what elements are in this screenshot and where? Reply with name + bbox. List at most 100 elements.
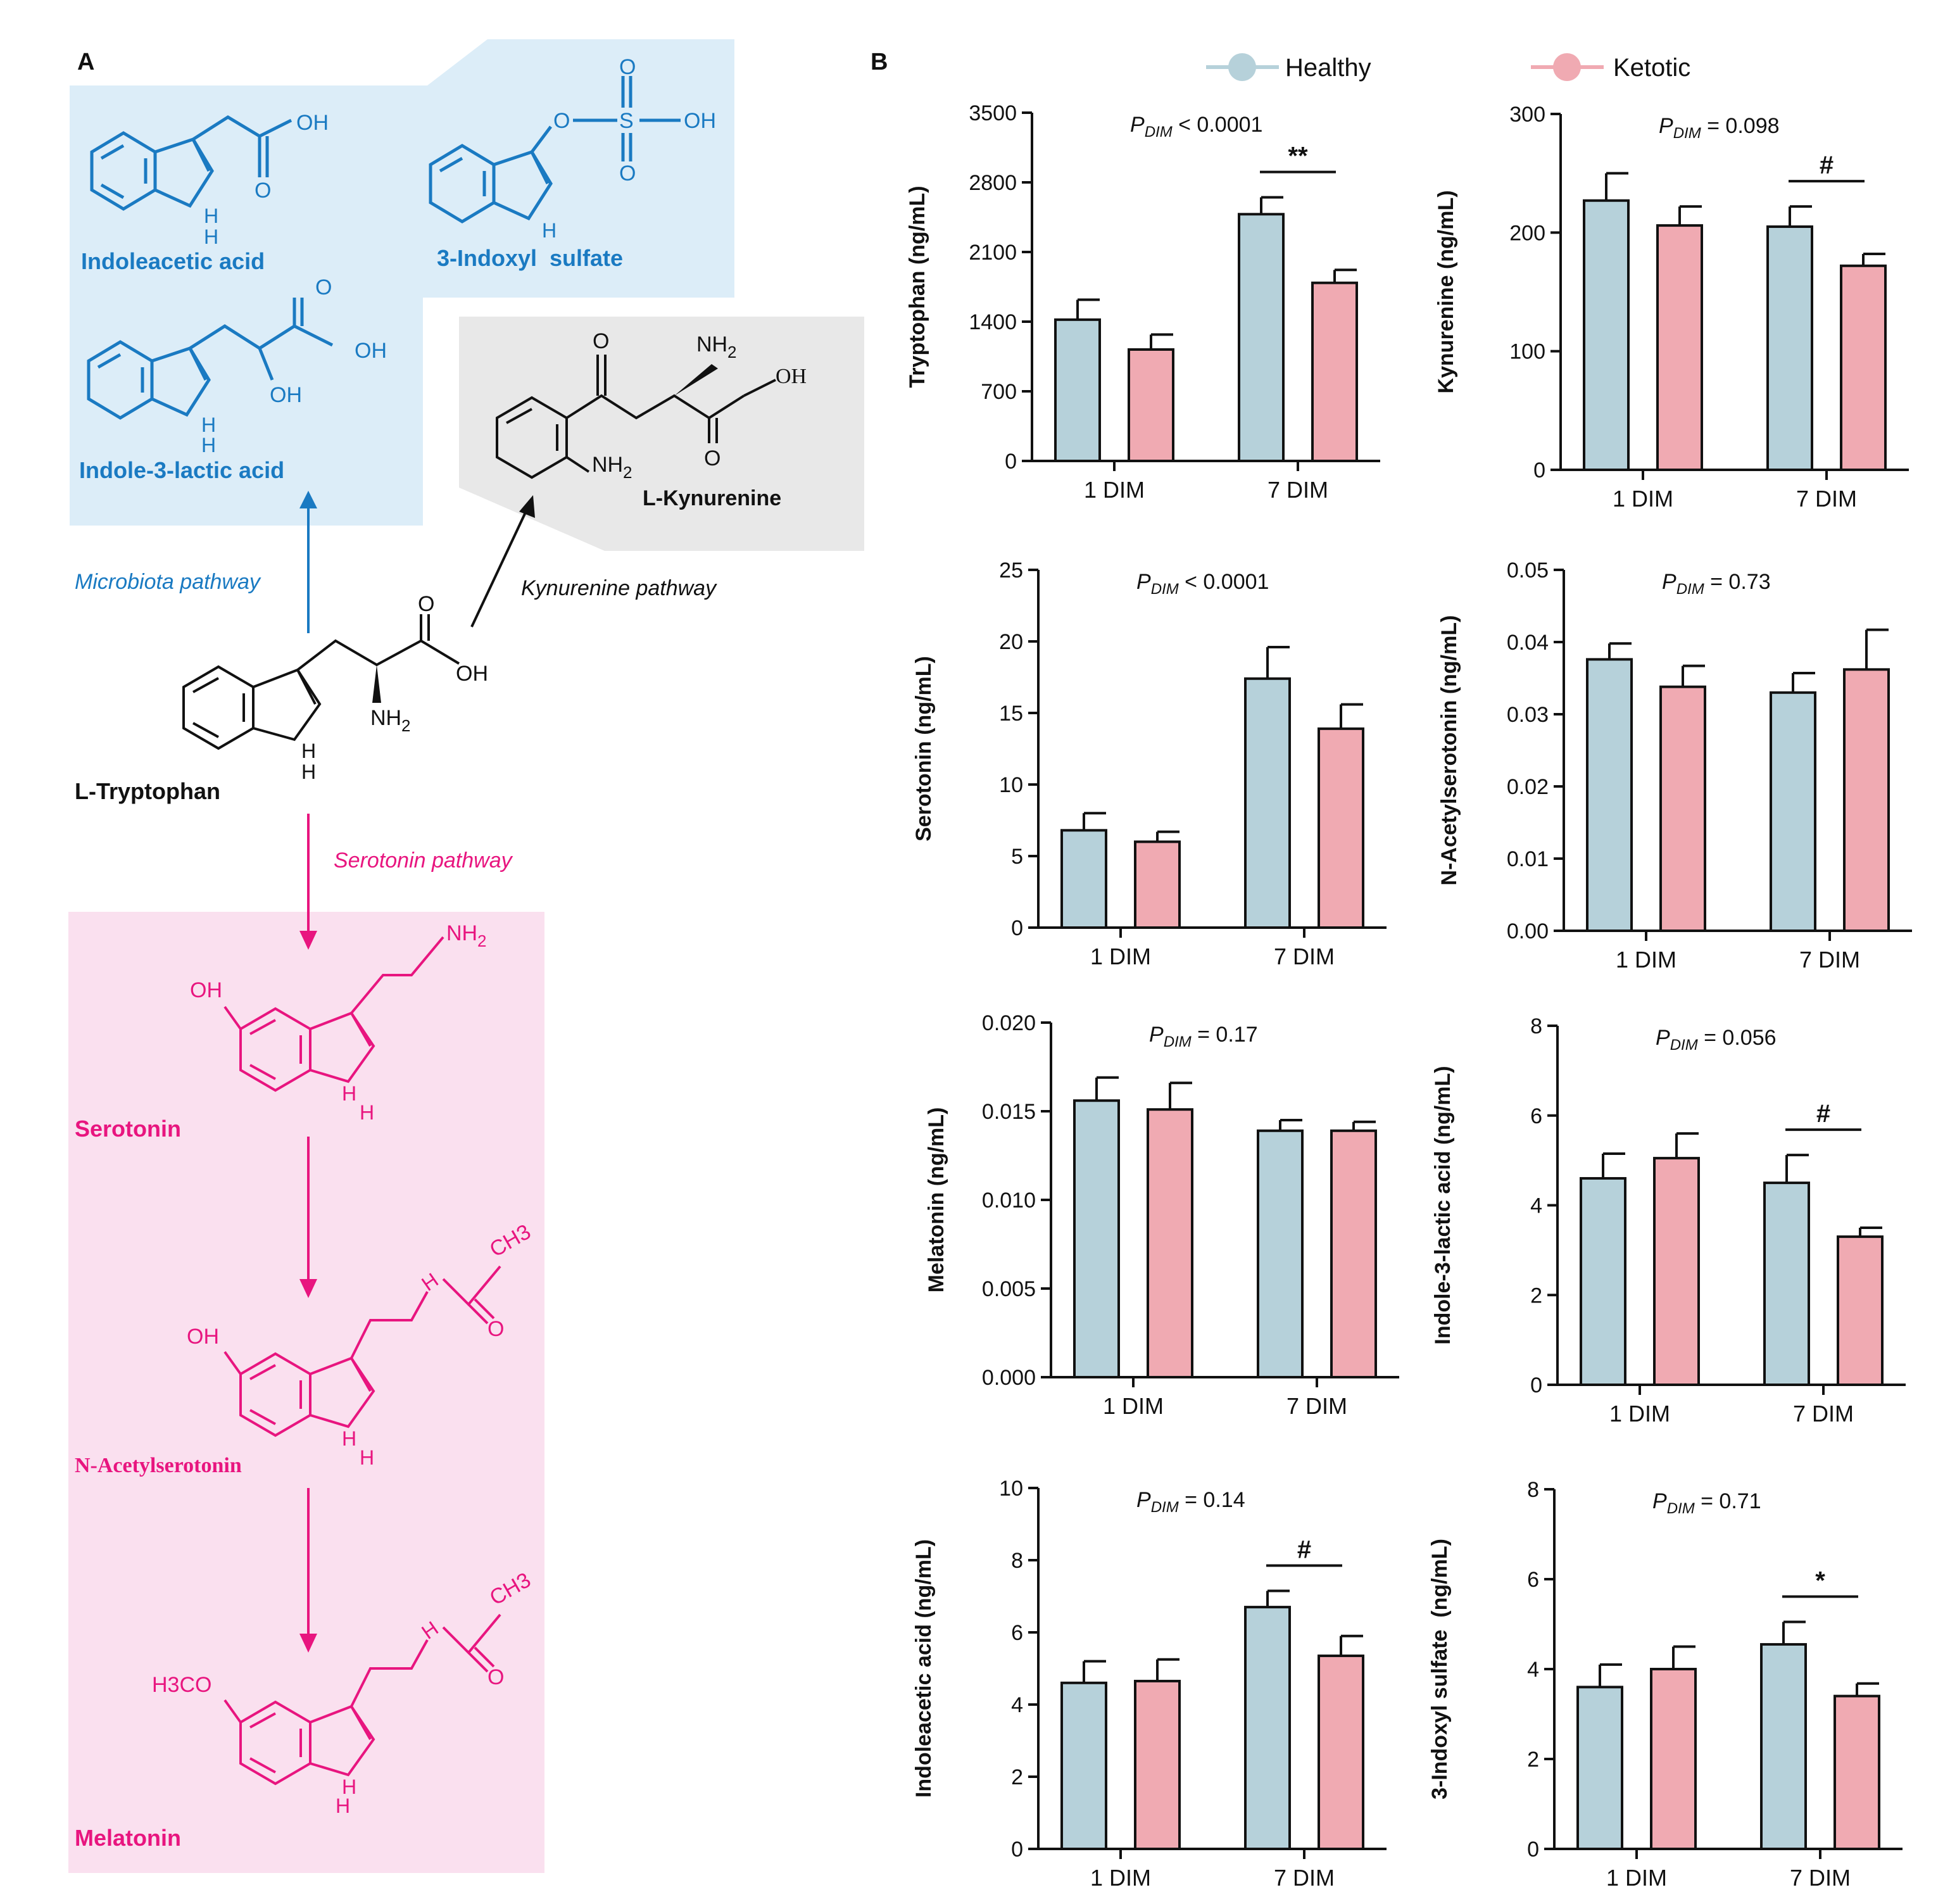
serotonin-box — [68, 912, 544, 1873]
y-tick-label: 0 — [1530, 1373, 1542, 1397]
legend-label-ketotic: Ketotic — [1613, 54, 1690, 82]
y-axis-title: 3-Indoxyl sulfate (ng/mL) — [1428, 1539, 1452, 1800]
indole-lactic-acid-oh2: OH — [270, 383, 302, 407]
p-value-label: PDIM = 0.71 — [1652, 1489, 1761, 1517]
y-tick-label: 4 — [1011, 1693, 1023, 1717]
bar-healthy — [1238, 213, 1285, 462]
microbiota-box — [70, 39, 734, 526]
x-tick-label: 1 DIM — [1616, 947, 1676, 973]
tryptophan-nh2: NH — [370, 706, 401, 730]
indoleacetic-acid-o: O — [255, 179, 271, 203]
bar-ketotic — [1834, 1694, 1880, 1851]
indoleacetic-acid-oh: OH — [296, 111, 329, 135]
indole-lactic-acid-nh: H — [201, 413, 216, 436]
kynurenine-oh: OH — [776, 365, 807, 388]
y-tick-label: 6 — [1011, 1621, 1023, 1645]
y-tick-label: 0.02 — [1507, 775, 1549, 799]
bar-healthy — [1576, 1686, 1623, 1850]
y-tick-label: 0.015 — [982, 1100, 1036, 1124]
x-tick-label: 1 DIM — [1613, 486, 1673, 512]
bar-ketotic — [1128, 348, 1174, 462]
indoxyl-sulfate-structure — [429, 76, 681, 224]
kynurenine-arrow — [470, 509, 528, 627]
indoxyl-sulfate-o2: O — [619, 55, 636, 79]
bar-ketotic — [1134, 840, 1181, 930]
kynurenine-nh2: NH — [696, 332, 727, 356]
serotonin-pathway-label: Serotonin pathway — [334, 848, 513, 873]
y-tick-label: 20 — [999, 630, 1023, 654]
significance-marker: * — [1815, 1567, 1825, 1594]
indole-lactic-acid-oh1: OH — [355, 339, 387, 363]
y-axis-title: Kynurenine (ng/mL) — [1434, 190, 1458, 393]
y-tick-label: 2 — [1530, 1283, 1542, 1308]
serotonin-structure — [223, 936, 444, 1092]
x-tick-label: 7 DIM — [1799, 947, 1860, 973]
bar-ketotic — [1843, 668, 1890, 932]
serotonin-nh2-sub: 2 — [477, 931, 486, 950]
bar-healthy — [1244, 1606, 1291, 1851]
panel-label-a: A — [77, 49, 94, 75]
indoxyl-sulfate-s: S — [619, 109, 634, 133]
serotonin-h: H — [360, 1101, 374, 1124]
bar-ketotic — [1330, 1129, 1377, 1379]
bar-healthy — [1054, 318, 1101, 462]
serotonin-oh: OH — [190, 978, 222, 1002]
y-tick-label: 15 — [999, 702, 1023, 726]
x-tick-label: 7 DIM — [1796, 486, 1857, 512]
indole-lactic-acid-o: O — [315, 275, 332, 299]
kynurenine-box — [459, 317, 864, 551]
legend: Healthy Ketotic — [1206, 53, 1690, 82]
y-tick-label: 2 — [1527, 1748, 1539, 1772]
significance-marker: ** — [1288, 142, 1308, 170]
kynurenine-pathway-label: Kynurenine pathway — [521, 576, 717, 600]
y-axis-title: Melatonin (ng/mL) — [924, 1107, 948, 1293]
bar-ketotic — [1318, 727, 1364, 929]
y-tick-label: 300 — [1509, 103, 1545, 127]
serotonin-pathway-arrows — [299, 814, 317, 1653]
n-acetylserotonin-o: O — [487, 1317, 504, 1341]
compound-serotonin: Serotonin — [75, 1116, 181, 1142]
p-value-label: PDIM < 0.0001 — [1130, 113, 1262, 141]
y-tick-label: 0.005 — [982, 1277, 1036, 1301]
indole-lactic-acid-structure — [87, 298, 334, 420]
compound-l-tryptophan: L-Tryptophan — [75, 778, 220, 804]
tryptophan-o: O — [418, 592, 434, 616]
indoxyl-sulfate-o3: O — [619, 161, 636, 186]
y-tick-label: 2800 — [969, 171, 1017, 195]
y-tick-label: 0.03 — [1507, 703, 1549, 727]
compound-l-kynurenine: L-Kynurenine — [643, 486, 781, 510]
p-value-label: PDIM = 0.098 — [1659, 114, 1780, 142]
bar-ketotic — [1840, 264, 1887, 471]
y-tick-label: 0.00 — [1507, 919, 1549, 943]
bar-healthy — [1760, 1642, 1807, 1850]
y-tick-label: 3500 — [969, 101, 1017, 125]
melatonin-structure — [223, 1613, 501, 1786]
y-tick-label: 4 — [1530, 1194, 1542, 1218]
y-tick-label: 0.05 — [1507, 558, 1549, 583]
serotonin-nh: H — [342, 1082, 356, 1105]
bar-ketotic — [1650, 1668, 1697, 1850]
x-tick-label: 1 DIM — [1090, 1865, 1151, 1891]
p-value-label: PDIM = 0.056 — [1656, 1026, 1777, 1054]
y-tick-label: 700 — [981, 380, 1017, 404]
kynurenine-nh2b: NH — [592, 453, 623, 477]
y-tick-label: 8 — [1527, 1478, 1539, 1502]
y-axis-title: N-Acetylserotonin (ng/mL) — [1437, 615, 1461, 886]
bar-healthy — [1244, 677, 1291, 929]
melatonin-o: O — [487, 1665, 504, 1689]
y-tick-label: 2100 — [969, 241, 1017, 265]
bar-ketotic — [1147, 1108, 1193, 1378]
bar-healthy — [1766, 225, 1813, 471]
n-acetylserotonin-nh: H — [342, 1427, 356, 1450]
y-tick-label: 5 — [1011, 845, 1023, 869]
compound-indoxyl-sulfate: 3-Indoxyl sulfate — [437, 245, 623, 271]
tryptophan-h: H — [301, 760, 316, 783]
y-tick-label: 0 — [1533, 458, 1545, 482]
legend-item-ketotic: Ketotic — [1531, 53, 1690, 82]
x-tick-label: 1 DIM — [1084, 477, 1145, 503]
y-tick-label: 0 — [1011, 916, 1023, 940]
x-tick-label: 1 DIM — [1103, 1393, 1164, 1419]
bar-ketotic — [1653, 1157, 1700, 1387]
